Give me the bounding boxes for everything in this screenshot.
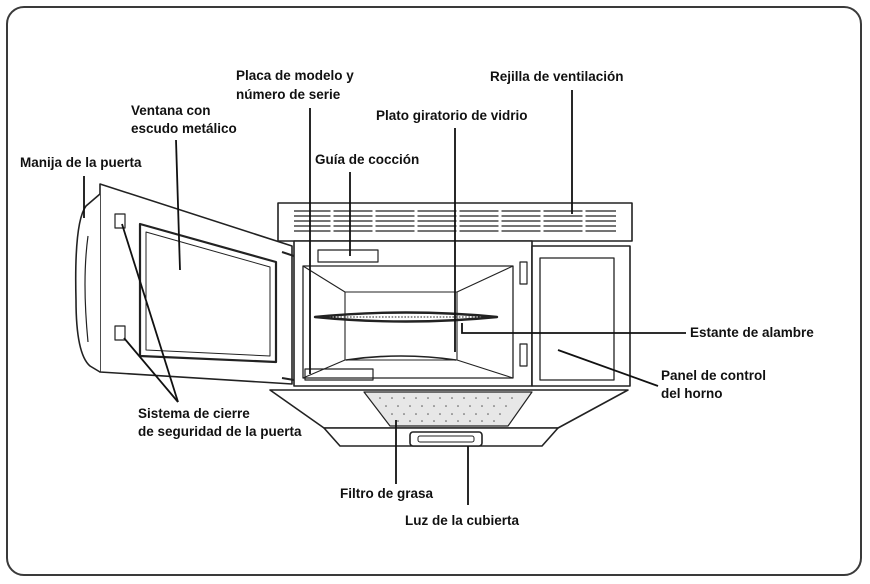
label-control-panel-line2: del horno	[661, 386, 723, 401]
lower-latch	[114, 325, 126, 341]
turntable	[345, 355, 457, 361]
grease-filter	[363, 391, 533, 427]
label-wire-rack: Estante de alambre	[690, 325, 814, 340]
label-vent-grille: Rejilla de ventilación	[490, 69, 624, 84]
label-cooking-guide: Guía de cocción	[315, 152, 420, 167]
label-model-plate-line2: número de serie	[236, 87, 341, 102]
label-grease-filter: Filtro de grasa	[340, 486, 434, 501]
label-safety-lock-line2: de seguridad de la puerta	[138, 424, 302, 439]
model-plate	[304, 368, 374, 381]
label-safety-lock-line1: Sistema de cierre	[138, 406, 250, 421]
label-control-panel-line1: Panel de control	[661, 368, 767, 383]
label-cooktop-light: Luz de la cubierta	[405, 513, 520, 528]
door-panel	[99, 183, 293, 385]
label-window-line1: Ventana con	[131, 103, 211, 118]
label-model-plate-line1: Placa de modelo y	[236, 68, 354, 83]
door-handle	[74, 193, 101, 373]
cooktop-light	[409, 431, 483, 447]
leader-lines	[83, 90, 686, 505]
door-window	[138, 222, 278, 364]
label-window-line2: escudo metálico	[131, 121, 237, 136]
label-turntable: Plato giratorio de vidrio	[376, 108, 528, 123]
cavity	[302, 265, 514, 379]
upper-latch	[114, 213, 126, 229]
control-panel	[539, 257, 615, 381]
control-body	[531, 245, 631, 387]
cooking-guide	[317, 249, 379, 263]
label-door-handle: Manija de la puerta	[20, 155, 142, 170]
wire-rack	[313, 311, 499, 323]
